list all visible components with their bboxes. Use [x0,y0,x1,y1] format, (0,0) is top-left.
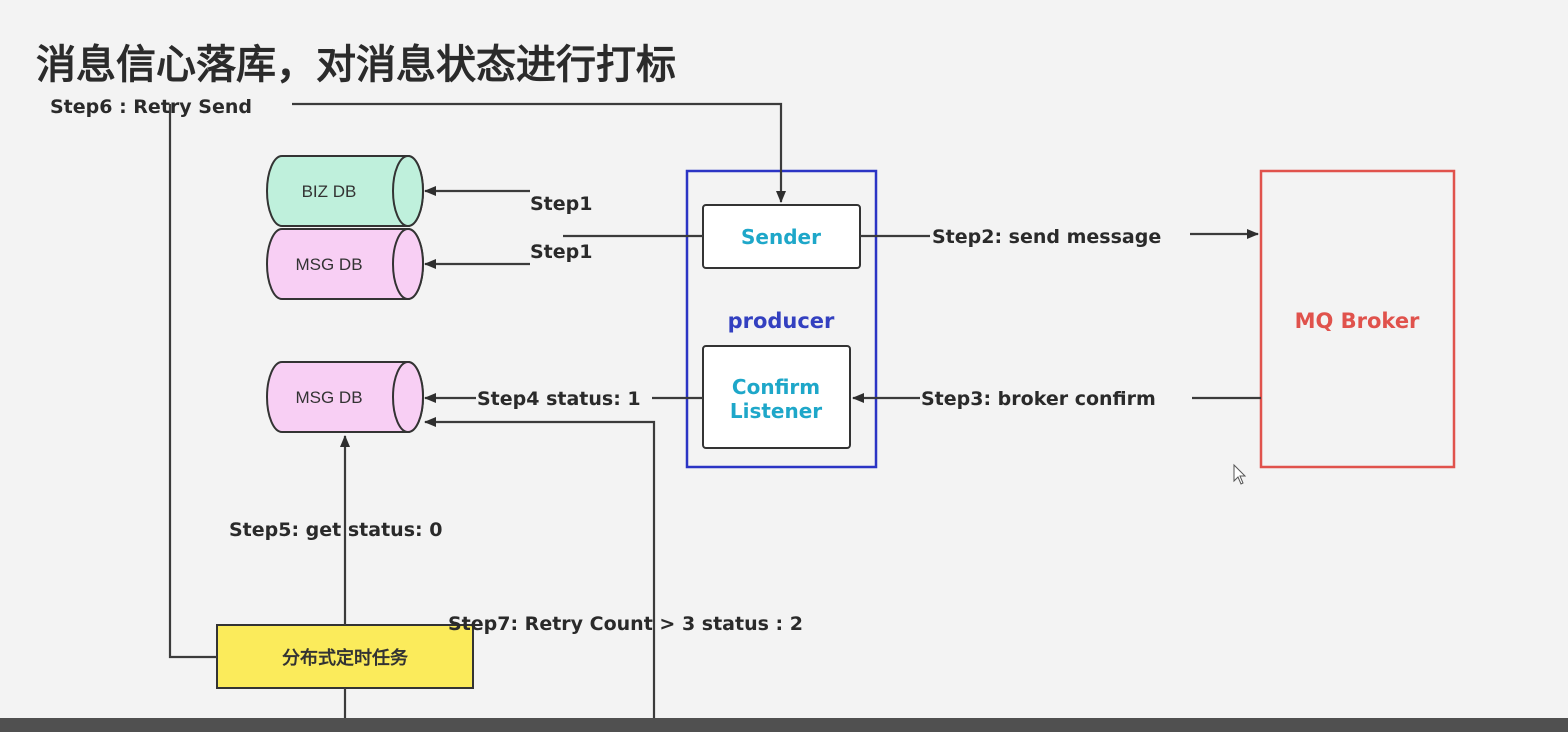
step1-biz-label: Step1 [530,193,592,215]
biz-db-cylinder: BIZ DB [266,155,424,227]
biz-db-label: BIZ DB [302,182,357,201]
msg-db-top-label: MSG DB [295,255,362,274]
step6-arrow [292,102,786,203]
confirm-label-line1: Confirm [732,375,820,399]
sender-label: Sender [741,225,821,249]
step3-label: Step3: broker confirm [921,388,1156,410]
mq-broker-label: MQ Broker [1295,309,1420,333]
step6-line-left [168,104,217,659]
step1-msg-label: Step1 [530,241,592,263]
page-title: 消息信心落库，对消息状态进行打标 [36,42,676,88]
step4-label: Step4 status: 1 [477,388,641,410]
msg-db-bottom-cylinder: MSG DB [266,361,424,433]
msg-db-top-cylinder: MSG DB [266,228,424,300]
step5-label: Step5: get status: 0 [229,519,442,541]
step6-label: Step6 : Retry Send [50,96,252,118]
confirm-label-line2: Listener [730,399,822,423]
scheduled-job-label: 分布式定时任务 [282,647,409,669]
msg-db-bottom-label: MSG DB [295,388,362,407]
step2-label: Step2: send message [932,226,1161,248]
step7-label: Step7: Retry Count > 3 status : 2 [448,613,803,635]
bottom-bar [0,718,1568,732]
producer-label: producer [728,309,835,333]
mq-broker-box [1259,169,1456,469]
mouse-cursor-icon [1233,463,1247,485]
